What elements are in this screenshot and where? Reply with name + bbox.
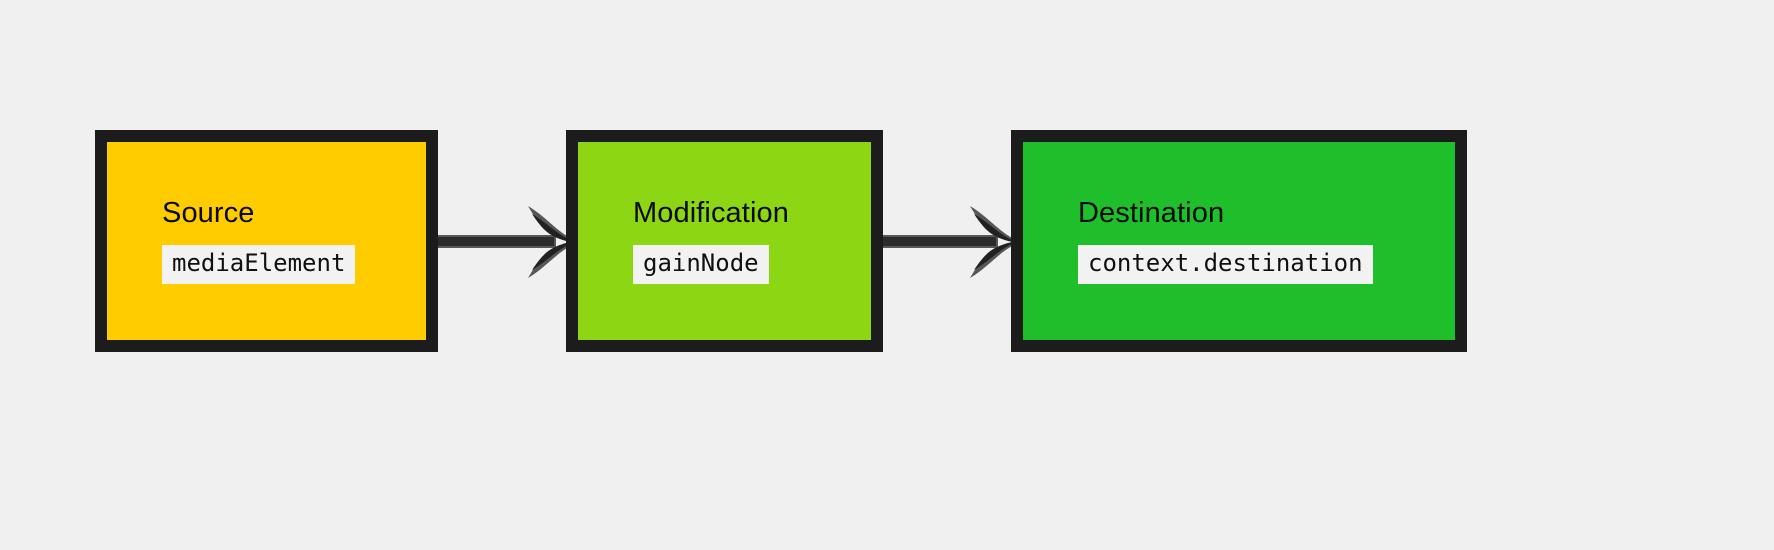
node-modification-code: gainNode — [633, 244, 769, 284]
node-source-title: Source — [162, 197, 255, 230]
node-source-code: mediaElement — [162, 244, 356, 284]
node-source[interactable]: Source mediaElement — [95, 130, 438, 352]
node-destination-title: Destination — [1078, 197, 1225, 230]
edge-source-modification — [434, 206, 578, 278]
node-destination[interactable]: Destination context.destination — [1011, 130, 1467, 352]
node-modification[interactable]: Modification gainNode — [566, 130, 883, 352]
node-modification-title: Modification — [633, 197, 789, 230]
node-destination-code: context.destination — [1078, 244, 1373, 284]
edge-modification-destination — [876, 206, 1020, 278]
